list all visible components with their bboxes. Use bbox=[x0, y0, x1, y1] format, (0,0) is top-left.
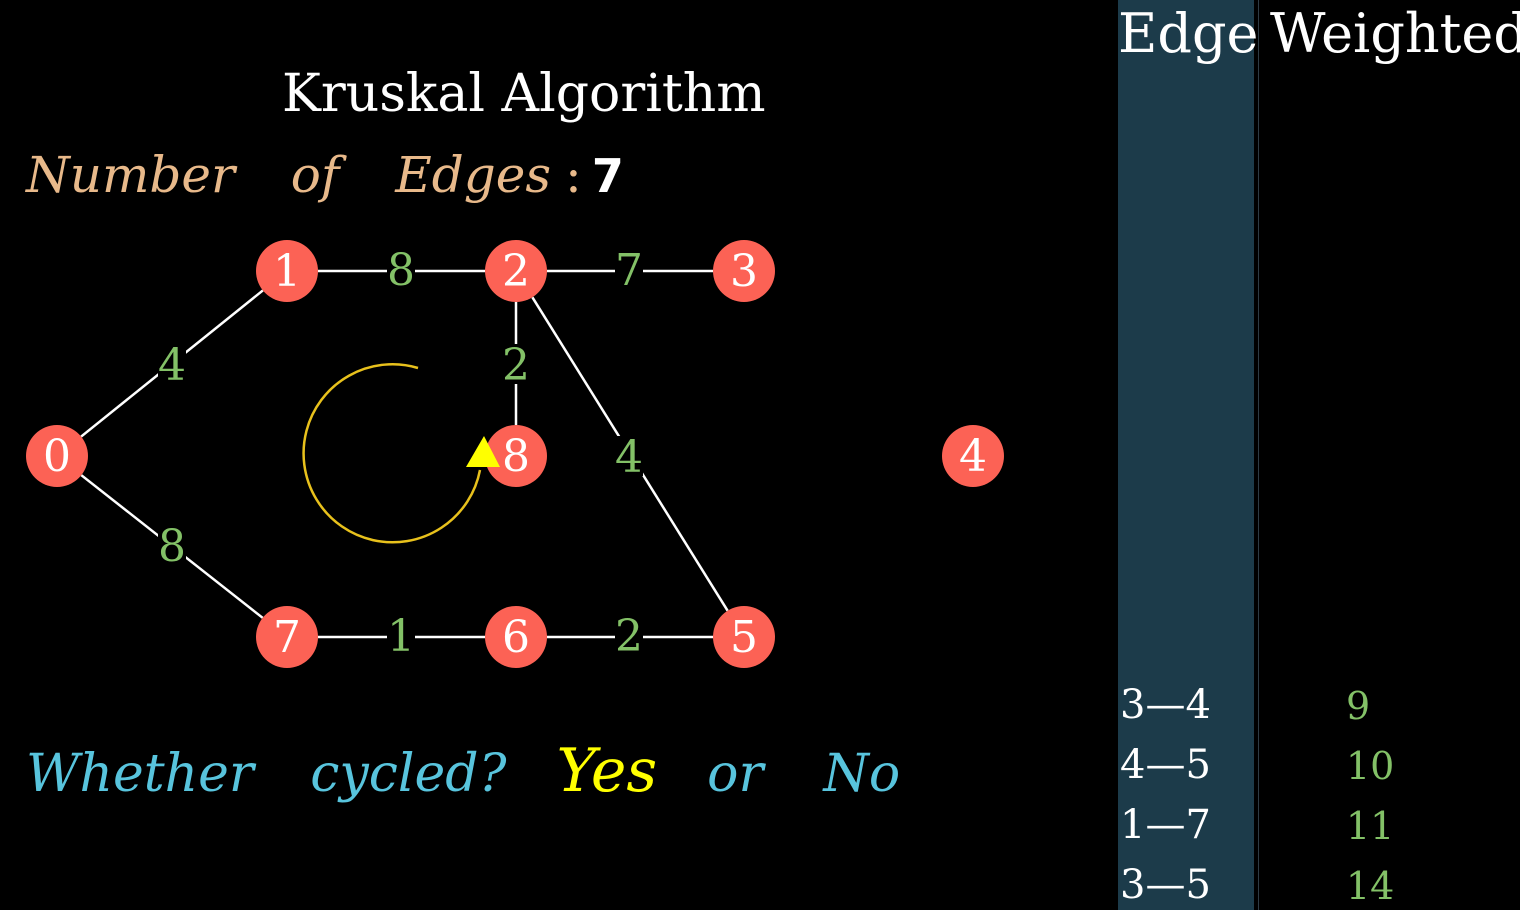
table-row-edge: 4—5 bbox=[1120, 742, 1211, 788]
node-label: 4 bbox=[959, 431, 987, 482]
node-label: 1 bbox=[273, 246, 301, 297]
weight-column-header: Weighted bbox=[1270, 2, 1520, 65]
node-label: 5 bbox=[730, 612, 758, 663]
table-row-edge: 1—7 bbox=[1120, 802, 1211, 848]
cycle-indicator bbox=[302, 363, 482, 544]
graph-node-3: 3 bbox=[713, 240, 775, 302]
node-label: 7 bbox=[273, 612, 301, 663]
edge-weight-label: 4 bbox=[615, 432, 643, 483]
answer-yes: Yes bbox=[556, 736, 658, 806]
table-row-weight: 11 bbox=[1346, 804, 1395, 848]
edge-weight-bg bbox=[158, 525, 186, 565]
node-circle bbox=[256, 240, 318, 302]
answer-no: No bbox=[823, 744, 901, 804]
nodes-layer: 0 1 2 3 4 5 6 7 8 bbox=[26, 240, 1004, 668]
edge-weight-bg bbox=[158, 344, 186, 384]
edge-count-label: Number of Edges bbox=[26, 146, 552, 204]
graph-node-2: 2 bbox=[485, 240, 547, 302]
edge-weight-label: 2 bbox=[502, 340, 530, 391]
node-circle bbox=[26, 425, 88, 487]
graph-node-5: 5 bbox=[713, 606, 775, 668]
table-row-edge: 3—4 bbox=[1120, 682, 1211, 728]
edge-count-colon: : bbox=[565, 146, 582, 204]
edge-weight-label: 8 bbox=[387, 245, 415, 296]
table-row-weight: 14 bbox=[1346, 864, 1395, 908]
edge-column-header: Edge bbox=[1118, 2, 1259, 65]
node-label: 3 bbox=[730, 246, 758, 297]
node-circle bbox=[256, 606, 318, 668]
node-label: 6 bbox=[502, 612, 530, 663]
node-circle bbox=[485, 606, 547, 668]
edge-weight-label: 7 bbox=[615, 245, 643, 296]
graph-node-4: 4 bbox=[942, 425, 1004, 487]
cycle-arrowhead-icon bbox=[466, 436, 500, 467]
cycle-arc bbox=[302, 363, 482, 544]
edge-weight-label: 4 bbox=[158, 340, 186, 391]
edge-weight-label: 1 bbox=[387, 611, 415, 662]
edge-weight-bg bbox=[615, 436, 643, 476]
page-title: Kruskal Algorithm bbox=[282, 64, 766, 124]
edge-weight-bg bbox=[387, 615, 415, 655]
edge-weight-bg bbox=[615, 615, 643, 655]
node-circle bbox=[485, 240, 547, 302]
table-row-weight: 9 bbox=[1346, 684, 1371, 728]
edge-weight-label: 8 bbox=[158, 521, 186, 572]
node-label: 2 bbox=[502, 246, 530, 297]
node-label: 8 bbox=[502, 431, 530, 482]
edge-weight-bg bbox=[387, 249, 415, 289]
table-row-weight: 10 bbox=[1346, 744, 1395, 788]
graph-node-7: 7 bbox=[256, 606, 318, 668]
graph-node-8: 8 bbox=[485, 425, 547, 487]
graph-node-6: 6 bbox=[485, 606, 547, 668]
node-circle bbox=[485, 425, 547, 487]
cycle-question-text: Whether cycled? bbox=[26, 744, 507, 804]
edge-weight-bg bbox=[615, 249, 643, 289]
edge-count-value: 7 bbox=[591, 149, 624, 203]
graph-node-1: 1 bbox=[256, 240, 318, 302]
table-row-edge: 3—5 bbox=[1120, 862, 1211, 908]
graph-node-0: 0 bbox=[26, 425, 88, 487]
edge-weight-bg bbox=[502, 344, 530, 384]
node-circle bbox=[942, 425, 1004, 487]
weight-column-panel bbox=[1258, 0, 1520, 910]
edge-count: Number of Edges:7 bbox=[26, 146, 624, 204]
node-label: 0 bbox=[43, 431, 71, 482]
edge-column-panel bbox=[1118, 0, 1254, 910]
answer-or: or bbox=[707, 744, 764, 804]
node-circle bbox=[713, 240, 775, 302]
node-circle bbox=[713, 606, 775, 668]
edge-weight-label: 2 bbox=[615, 611, 643, 662]
